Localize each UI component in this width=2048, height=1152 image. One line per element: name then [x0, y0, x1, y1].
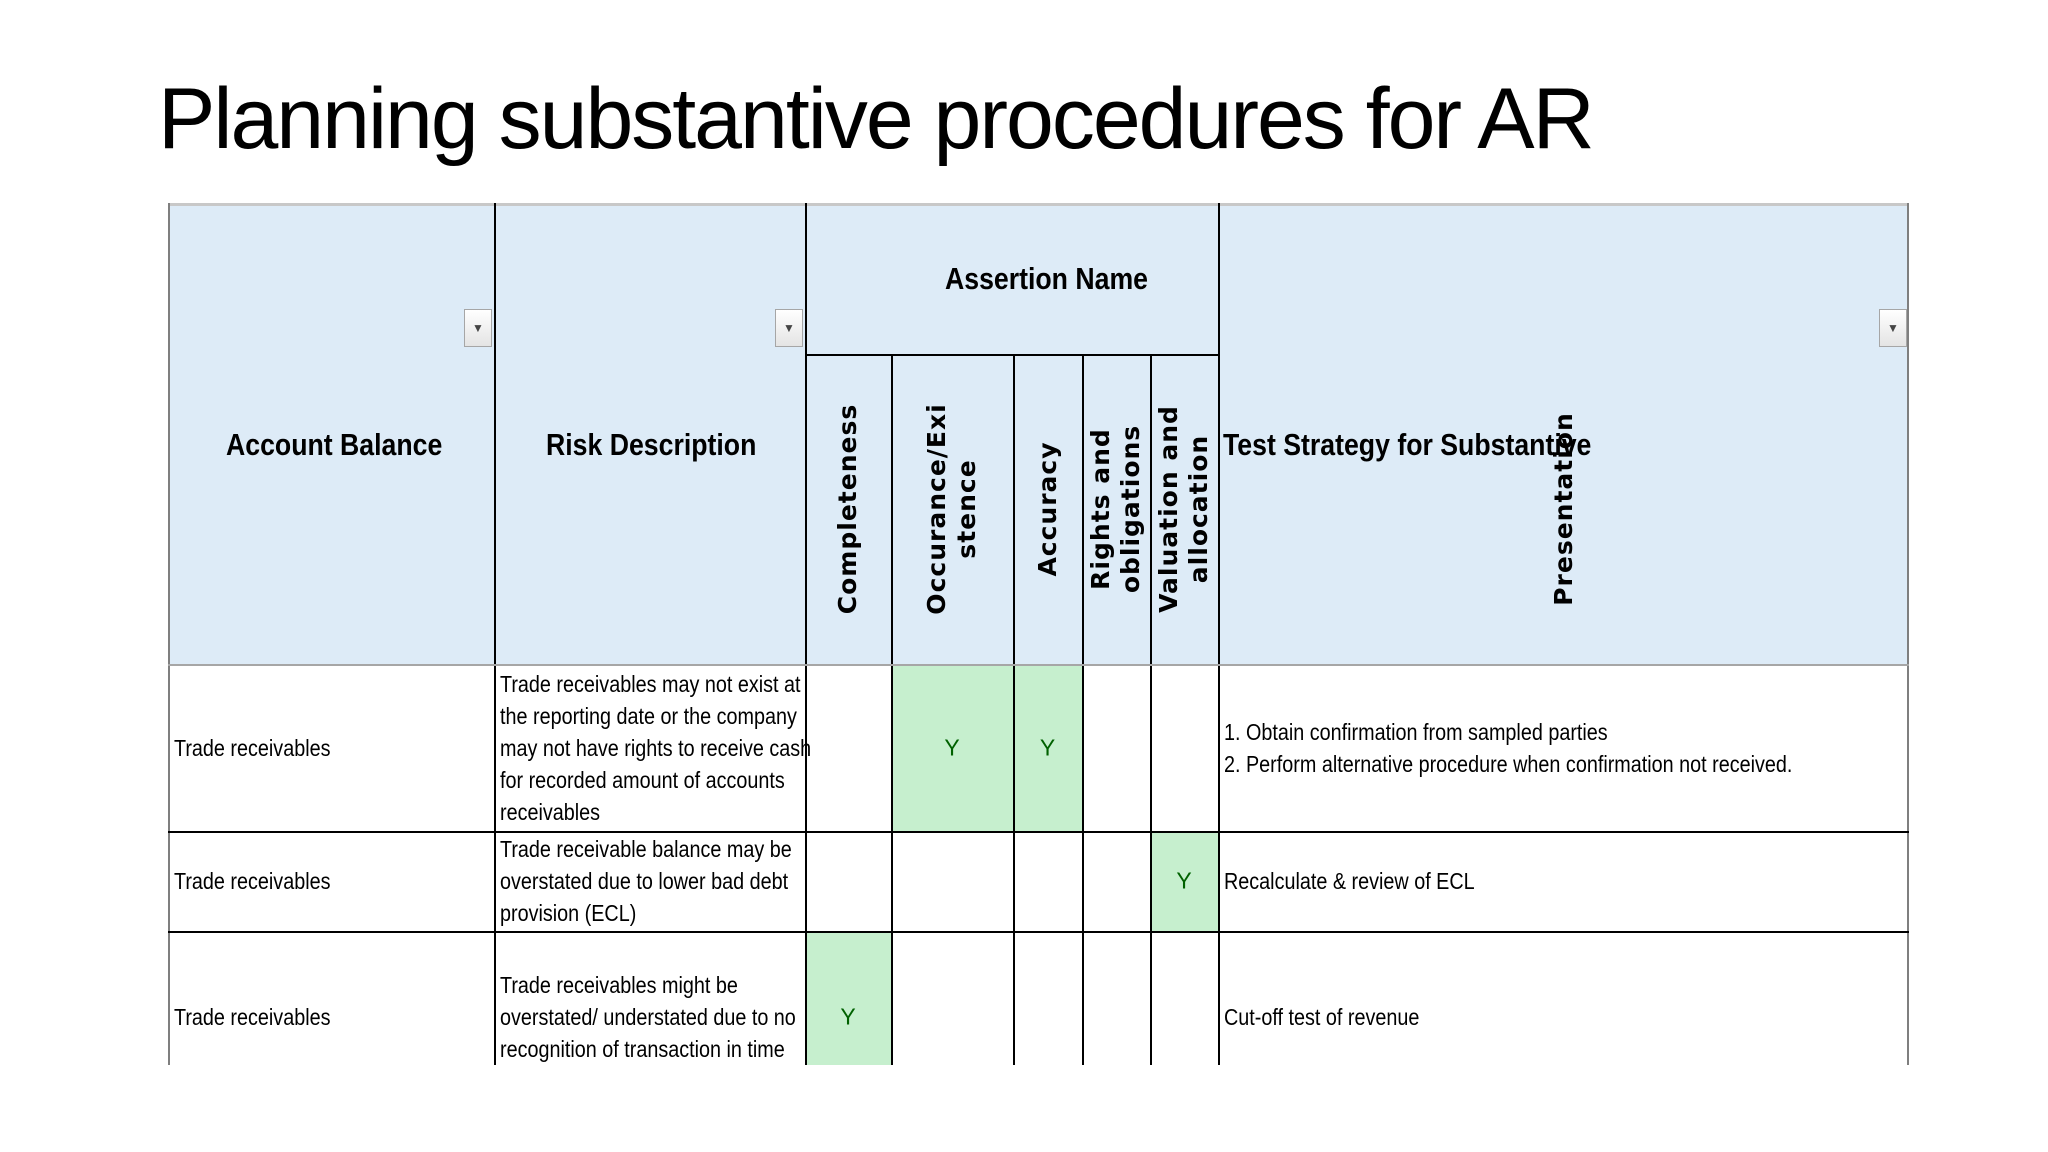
- assertion-column-divider: [1013, 354, 1015, 1065]
- assertion-cell: [1150, 931, 1218, 1065]
- risk-description-line: may not have rights to receive cash: [500, 734, 812, 761]
- table-grid: Account Balance Risk Description Assertion…: [168, 203, 1909, 1065]
- column-divider: [1907, 203, 1909, 1065]
- assertion-cell: [1013, 931, 1082, 1065]
- risk-description-cell: Trade receivables may not exist at the re…: [500, 664, 862, 831]
- assertion-group-divider: [805, 354, 1218, 356]
- assertion-mark: Y: [840, 1003, 856, 1030]
- assertion-cell: Y: [805, 931, 891, 1065]
- risk-description-line: overstated due to lower bad debt: [500, 868, 789, 894]
- header-assertion-line2: allocation: [1184, 434, 1213, 584]
- risk-description-line: receivables: [500, 798, 601, 825]
- assertion-mark: Y: [1039, 734, 1056, 760]
- column-divider: [1218, 203, 1220, 1065]
- assertion-cell: [891, 931, 1013, 1065]
- assertion-column-divider: [891, 354, 893, 1065]
- header-assertion-group: [805, 203, 1218, 664]
- filter-test-strategy-button[interactable]: ▼: [1879, 309, 1907, 347]
- assertion-column-divider: [1082, 354, 1084, 1065]
- risk-description-line: Trade receivables may not exist at: [500, 670, 801, 697]
- risk-description-line: recognition of transaction in time: [500, 1036, 785, 1062]
- test-strategy-cell: Cut-off test of revenue: [1224, 931, 1451, 1065]
- test-strategy-line: Recalculate & review of ECL: [1224, 868, 1475, 894]
- column-divider: [494, 203, 496, 1065]
- risk-description-cell: Trade receivables might be overstated/ un…: [500, 931, 844, 1065]
- assertion-mark: Y: [944, 734, 960, 760]
- column-divider: [805, 203, 807, 1065]
- header-assertion-line1: Presentation: [1548, 412, 1578, 606]
- header-test-strategy-label: Test Strategy for Substantive: [1223, 426, 1592, 462]
- header-account-balance-label: Account Balance: [226, 426, 443, 462]
- header-assertion-line1: Valuation and: [1154, 405, 1183, 613]
- row-divider: [168, 931, 1909, 933]
- row-divider: [168, 831, 1909, 833]
- test-strategy-line: 1. Obtain confirmation from sampled part…: [1224, 718, 1608, 745]
- risk-description-cell: Trade receivable balance may be overstate…: [500, 831, 839, 931]
- header-bottom-border: [168, 664, 1909, 666]
- header-assertion-2: Accuracy: [1013, 354, 1082, 664]
- dropdown-arrow-icon: ▼: [472, 321, 484, 335]
- header-assertion-line1: Completeness: [833, 403, 862, 615]
- test-strategy-cell: Recalculate & review of ECL: [1224, 831, 1515, 931]
- account-balance-cell: Trade receivables: [174, 734, 331, 761]
- header-risk-description-label: Risk Description: [546, 426, 757, 462]
- slide-title: Planning substantive procedures for AR: [158, 71, 1595, 167]
- test-strategy-cell: 1. Obtain confirmation from sampled part…: [1224, 664, 1885, 831]
- filter-risk-description-button[interactable]: ▼: [775, 309, 803, 347]
- header-assertion-label-2: Accuracy: [1033, 441, 1063, 576]
- header-assertion-0: Completeness: [805, 354, 891, 664]
- risk-description-line: the reporting date or the company: [500, 702, 797, 729]
- assertion-cell: Y: [1150, 831, 1218, 931]
- assertion-column-divider: [1150, 354, 1152, 1065]
- header-assertion-label-0: Completeness: [833, 404, 863, 614]
- header-assertion-name-label: Assertion Name: [945, 260, 1148, 296]
- dropdown-arrow-icon: ▼: [783, 321, 795, 335]
- assertion-table: Account Balance Risk Description Assertion…: [168, 203, 1909, 1065]
- test-strategy-line: 2. Perform alternative procedure when co…: [1224, 750, 1793, 777]
- assertion-mark: Y: [1176, 867, 1192, 894]
- account-balance-cell: Trade receivables: [174, 1004, 331, 1030]
- header-assertion-line2: stence: [952, 459, 981, 559]
- header-risk-description: [494, 203, 805, 664]
- risk-description-line: Trade receivable balance may be: [500, 836, 792, 862]
- header-account-balance: [168, 203, 494, 664]
- assertion-cell: [1013, 831, 1082, 931]
- header-assertion-line1: Rights and: [1086, 428, 1115, 590]
- risk-description-line: provision (ECL): [500, 900, 637, 926]
- dropdown-arrow-icon: ▼: [1887, 321, 1899, 335]
- filter-account-balance-button[interactable]: ▼: [464, 309, 492, 347]
- assertion-cell: [1082, 831, 1150, 931]
- assertion-cell: Y: [1013, 664, 1082, 831]
- header-assertion-label-5: Presentation: [1549, 412, 1579, 606]
- table-top-border: [168, 203, 1909, 206]
- assertion-cell: [1082, 931, 1150, 1065]
- assertion-cell: Y: [891, 664, 1013, 831]
- assertion-cell: [1082, 664, 1150, 831]
- risk-description-line: for recorded amount of accounts: [500, 766, 785, 793]
- header-assertion-5: Presentation: [1218, 354, 1909, 664]
- header-test-strategy: [1218, 203, 1909, 664]
- risk-description-line: overstated/ understated due to no: [500, 1004, 796, 1030]
- header-assertion-line1: Accuracy: [1032, 441, 1062, 577]
- test-strategy-line: Cut-off test of revenue: [1224, 1004, 1420, 1030]
- assertion-cell: [1150, 664, 1218, 831]
- header-assertion-line1: Occurance/Exi: [922, 403, 951, 615]
- assertion-cell: [891, 831, 1013, 931]
- account-balance-cell: Trade receivables: [174, 868, 331, 894]
- header-assertion-line2: obligations: [1116, 424, 1145, 594]
- column-divider: [168, 203, 170, 1065]
- risk-description-line: Trade receivables might be: [500, 972, 738, 998]
